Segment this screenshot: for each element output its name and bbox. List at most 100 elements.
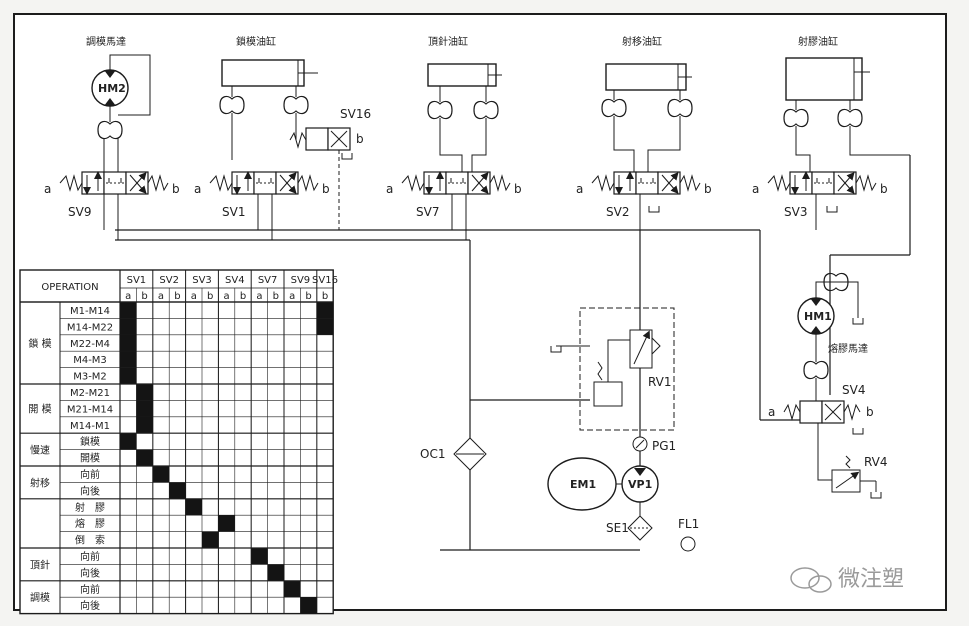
injection-move-cylinder: 射移油缸	[601, 35, 693, 172]
sv7-valve: a b SV7	[386, 172, 522, 240]
ejector-cylinder: 頂針油缸	[427, 35, 502, 172]
table-group-label: 調模	[30, 591, 50, 604]
table-group-label: 頂針	[30, 558, 50, 571]
pump-group: PG1 EM1 VP1 SE1 FL1	[547, 436, 699, 552]
table-header: OPERATION	[41, 282, 98, 293]
table-sub-header: b	[174, 291, 180, 302]
table-cell-filled	[316, 318, 334, 335]
table-frame	[19, 269, 334, 615]
table-sub-header: b	[273, 291, 279, 302]
table-valve-header: SV3	[192, 275, 212, 286]
sv3-side-a: a	[752, 182, 759, 196]
sv2-label: SV2	[606, 205, 629, 219]
table-row-label: 倒 索	[75, 534, 105, 547]
hm1-label: HM1	[804, 310, 832, 323]
sv3-valve: a b SV3	[752, 172, 888, 230]
table-row-label: 向前	[80, 468, 100, 481]
em1-label: EM1	[570, 478, 596, 491]
injection-move-title: 射移油缸	[622, 35, 662, 48]
table-valve-header: SV2	[159, 275, 179, 286]
watermark: 微注塑	[790, 567, 904, 593]
hm1-motor: HM1 熔膠馬達	[797, 272, 868, 380]
table-group-label: 射移	[30, 476, 50, 489]
oc1-label: OC1	[420, 447, 445, 461]
table-sub-header: a	[158, 291, 164, 302]
injection-cylinder: 射膠油缸	[783, 35, 910, 172]
table-row-label: 鎖模	[80, 435, 100, 448]
table-row-label: M1-M14	[70, 306, 110, 317]
table-cell-filled	[120, 351, 137, 368]
hm2-label: HM2	[98, 82, 126, 95]
pressure-lines	[115, 155, 911, 551]
table-cell-filled	[136, 416, 153, 434]
table-sub-header: a	[125, 291, 131, 302]
table-sub-header: b	[322, 291, 328, 302]
sv9-side-b: b	[172, 182, 180, 196]
table-cell-filled	[169, 482, 186, 499]
sv1-valve: a b SV1	[194, 172, 330, 240]
table-cell-filled	[218, 515, 235, 532]
sv16-valve: SV16 b	[289, 107, 371, 230]
sv7-side-a: a	[386, 182, 393, 196]
table-sub-header: b	[240, 291, 246, 302]
sv4-valve: SV4 a b	[768, 378, 874, 435]
table-cell-filled	[120, 367, 137, 384]
table-row-label: M2-M21	[70, 388, 110, 399]
table-row-label: M4-M3	[73, 355, 107, 366]
rv4-label: RV4	[864, 455, 888, 469]
table-cell-filled	[120, 433, 137, 450]
injection-title: 射膠油缸	[798, 35, 838, 48]
sv2-valve: a b SV2	[576, 172, 712, 230]
table-group-label: 鎖 模	[28, 337, 51, 350]
sv2-side-b: b	[704, 182, 712, 196]
table-valve-header: SV4	[225, 275, 245, 286]
sv16-label: SV16	[340, 107, 371, 121]
rv1-relief-valve: RV1	[550, 307, 675, 431]
table-cell-filled	[120, 318, 137, 335]
sv7-label: SV7	[416, 205, 439, 219]
table-cell-filled	[316, 302, 334, 319]
table-row-label: 向後	[80, 599, 100, 612]
table-row-label: 開模	[80, 453, 100, 465]
table-sub-header: b	[141, 291, 147, 302]
table-sub-header: a	[256, 291, 262, 302]
table-cell-filled	[136, 449, 153, 466]
se1-label: SE1	[606, 521, 629, 535]
table-row-label: M14-M22	[67, 322, 113, 333]
sv9-valve: a b SV9	[44, 172, 180, 240]
table-sub-header: b	[207, 291, 213, 302]
sv2-side-a: a	[576, 182, 583, 196]
sv4-side-a: a	[768, 405, 775, 419]
table-cell-filled	[185, 498, 202, 516]
sv4-side-b: b	[866, 405, 874, 419]
table-cell-filled	[152, 466, 170, 483]
table-row-label: 射 膠	[75, 502, 105, 514]
sv16-side-b: b	[356, 132, 364, 146]
table-valve-header: SV9	[291, 275, 311, 286]
sv1-side-b: b	[322, 182, 330, 196]
table-group-label: 慢速	[30, 445, 50, 457]
sv7-side-b: b	[514, 182, 522, 196]
table-group-label: 開 模	[28, 404, 51, 416]
table-sub-header: a	[224, 291, 230, 302]
table-cell-filled	[136, 400, 153, 417]
table-cell-filled	[284, 580, 301, 598]
table-row-label: 向後	[80, 484, 100, 497]
table-cell-filled	[251, 548, 268, 565]
table-cell-filled	[300, 597, 317, 614]
table-row-label: 向前	[80, 583, 100, 596]
table-valve-header: SV7	[258, 275, 278, 286]
mold-clamp-cylinder: 鎖模油缸	[219, 35, 318, 160]
table-row-label: M21-M14	[67, 404, 113, 415]
table-row-label: M14-M1	[70, 421, 110, 432]
table-cell-filled	[120, 334, 137, 352]
table-sub-header: a	[191, 291, 197, 302]
table-cell-filled	[136, 384, 153, 401]
table-cell-filled	[120, 302, 137, 319]
rv4-relief-valve: RV4	[817, 423, 888, 499]
fl1-label: FL1	[678, 517, 699, 531]
hm2-title: 調模馬達	[86, 35, 126, 48]
table-row-label: 向後	[80, 566, 100, 579]
sv1-side-a: a	[194, 182, 201, 196]
